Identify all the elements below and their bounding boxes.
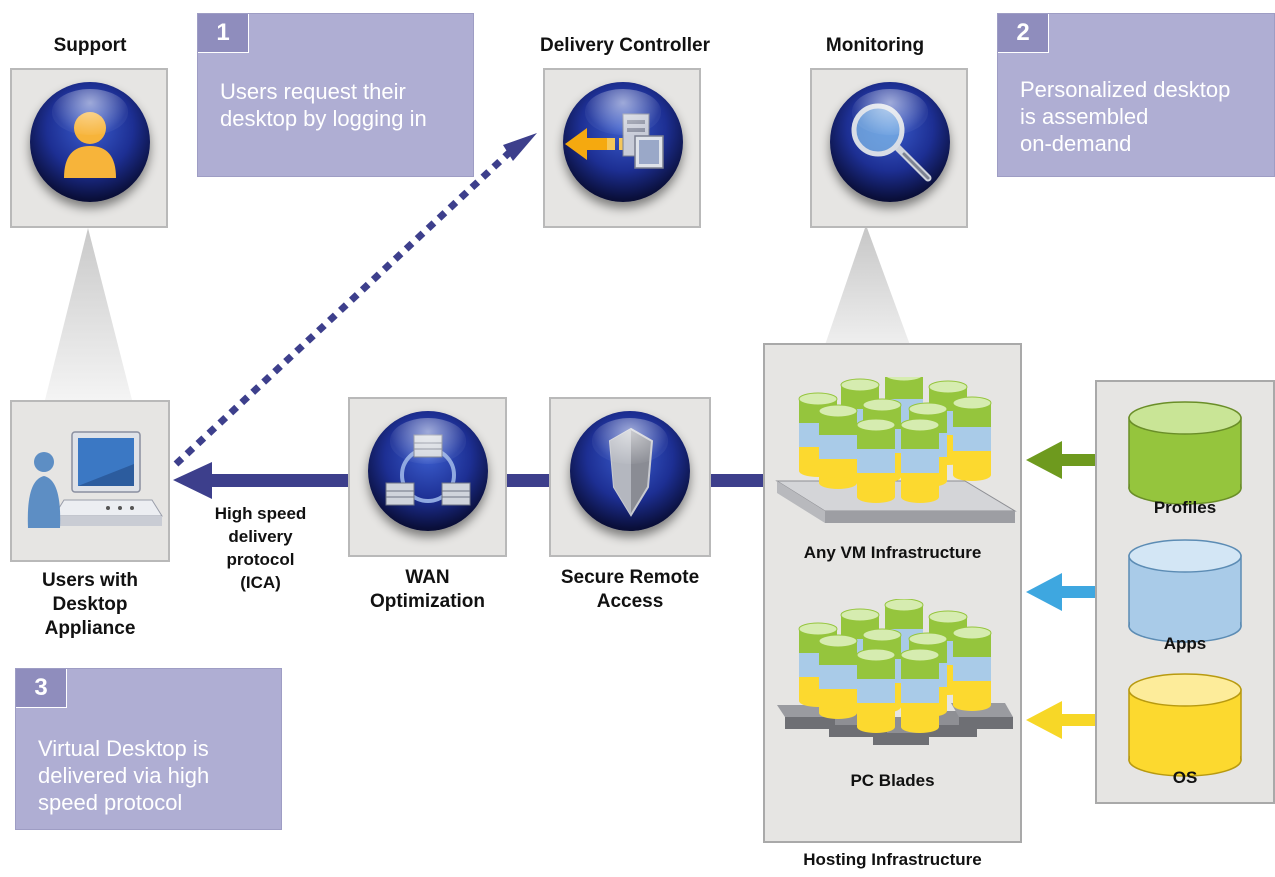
flow-arrowhead — [173, 462, 212, 499]
sources-panel: Profiles Apps OS — [1095, 380, 1275, 804]
os-database-icon — [1128, 673, 1242, 777]
step-1-note: 1 Users request their desktop by logging… — [197, 13, 474, 177]
secure-access-label: Secure Remote Access — [560, 567, 700, 612]
monitoring-light-cone — [825, 225, 910, 345]
wan-optimization-node[interactable] — [348, 397, 507, 557]
delivery-controller-label: Delivery Controller — [540, 35, 710, 56]
desktop-appliance-icon — [27, 431, 163, 528]
protocol-label: High speed delivery protocol (ICA) — [214, 504, 307, 592]
profiles-label: Profiles — [1153, 498, 1217, 517]
vm-storage-cluster-icon — [775, 377, 1017, 523]
delivery-controller-node[interactable] — [543, 68, 701, 228]
step-2-number: 2 — [998, 14, 1049, 53]
apps-database-icon — [1128, 539, 1242, 643]
step-1-text: Users request their desktop by logging i… — [220, 79, 427, 131]
hosting-infrastructure-label: Hosting Infrastructure — [803, 850, 982, 869]
profiles-database-icon — [1128, 401, 1242, 505]
login-dotted-arrow — [173, 147, 515, 467]
any-vm-label: Any VM Infrastructure — [803, 543, 982, 562]
step-2-note: 2 Personalized desktop is assembled on-d… — [997, 13, 1275, 177]
support-orb — [30, 82, 150, 202]
wan-orb — [368, 411, 488, 531]
monitoring-label: Monitoring — [825, 35, 925, 56]
step-3-note: 3 Virtual Desktop is delivered via high … — [15, 668, 282, 830]
secure-access-node[interactable] — [549, 397, 711, 557]
users-node[interactable] — [10, 400, 170, 562]
step-2-text: Personalized desktop is assembled on-dem… — [1020, 77, 1231, 156]
support-light-cone — [45, 228, 132, 400]
flow-line-segment — [710, 474, 763, 487]
monitoring-node[interactable] — [810, 68, 968, 228]
step-3-text: Virtual Desktop is delivered via high sp… — [38, 736, 210, 815]
secure-access-orb — [570, 411, 690, 531]
support-label: Support — [53, 35, 127, 56]
step-1-number: 1 — [198, 14, 249, 53]
hosting-infrastructure-panel: Any VM Infrastructure PC Blades — [763, 343, 1022, 843]
users-label: Users with Desktop Appliance — [41, 570, 139, 639]
support-node[interactable] — [10, 68, 168, 228]
flow-line-segment — [210, 474, 350, 487]
wan-label: WAN Optimization — [369, 567, 486, 612]
apps-label: Apps — [1163, 634, 1207, 653]
pc-blades-icon — [777, 599, 1013, 745]
step-3-number: 3 — [16, 669, 67, 708]
pc-blades-label: PC Blades — [850, 771, 935, 790]
delivery-controller-orb — [563, 82, 683, 202]
monitoring-orb — [830, 82, 950, 202]
flow-line-segment — [505, 474, 550, 487]
login-dotted-arrowhead — [503, 133, 537, 161]
os-label: OS — [1172, 768, 1198, 787]
